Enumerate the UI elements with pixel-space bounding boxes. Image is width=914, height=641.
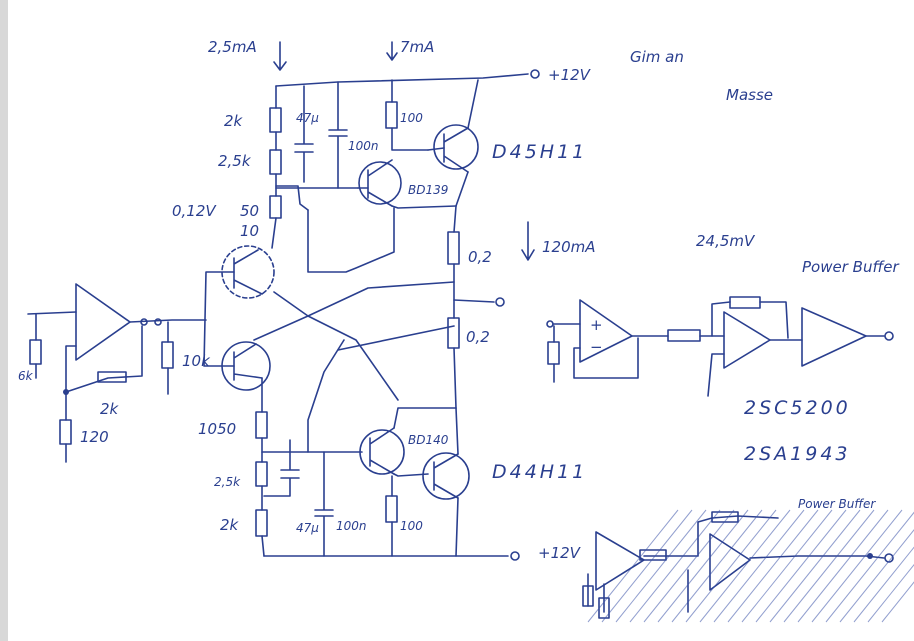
label-c1: 47µ — [296, 111, 319, 125]
hatch-line — [769, 509, 861, 623]
cross-network — [253, 207, 455, 453]
hatch-line — [727, 509, 819, 623]
label-note-top-1: Gim an — [630, 48, 684, 66]
label-v-offset: 24,5mV — [696, 232, 756, 250]
label-r-10-top: 10 — [240, 222, 259, 240]
hatch-line — [643, 509, 735, 623]
label-opamp-minus: − — [590, 338, 603, 356]
label-r-fb: 2k — [100, 400, 120, 418]
label-opamp-plus: + — [590, 316, 603, 334]
label-i-top2: 7mA — [400, 38, 434, 56]
hatch-line — [797, 509, 889, 623]
hatch-line — [783, 509, 875, 623]
label-r4: 2k — [220, 516, 240, 534]
label-r-100-top: 100 — [400, 111, 423, 125]
label-r1: 2k — [224, 112, 244, 130]
top-capacitors — [275, 81, 359, 189]
power-buffer-block — [546, 296, 894, 397]
label-part-2: 2SA1943 — [744, 443, 851, 465]
annotation-labels: 2,5mA 7mA +12V Gim an Masse 2k 47µ 100n … — [18, 38, 900, 562]
hatch-line — [713, 509, 805, 623]
label-supply-bot: +12V — [538, 544, 582, 562]
bias-resistor-chain — [269, 85, 309, 249]
top-output-transistor — [427, 79, 479, 207]
crossed-out-sketch — [582, 509, 914, 623]
top-driver-stage — [357, 79, 457, 209]
schematic-drawing: 2,5mA 7mA +12V Gim an Masse 2k 47µ 100n … — [18, 38, 914, 623]
label-supply-pos: +12V — [548, 66, 592, 84]
hatch-line — [601, 509, 693, 623]
label-r3: 2,5k — [214, 475, 241, 489]
label-title-buffer: Power Buffer — [802, 258, 900, 276]
label-c4: 100n — [336, 519, 367, 533]
hatch-line — [587, 509, 679, 623]
hatch-line — [839, 529, 914, 623]
label-part-1: 2SC5200 — [744, 397, 851, 419]
label-q-out-bot: D44H11 — [492, 461, 587, 483]
hatch-line — [867, 563, 914, 623]
label-title-buffer-2: Power Buffer — [798, 497, 876, 511]
hatch-line — [811, 509, 903, 623]
label-r-50: 50 — [240, 202, 259, 220]
label-q-drv-top: BD139 — [408, 183, 448, 197]
label-i-quiescent: 120mA — [542, 238, 596, 256]
hatch-line — [741, 509, 833, 623]
label-c3: 47µ — [296, 521, 319, 535]
label-r-in: 6k — [18, 369, 34, 383]
hatch-line — [629, 509, 721, 623]
hatch-line — [755, 509, 847, 623]
hatch-line — [881, 581, 914, 623]
bottom-output-stage — [263, 407, 520, 561]
label-q-drv-bot: BD140 — [408, 433, 449, 447]
hatch-line — [699, 509, 791, 623]
label-r-1050: 1050 — [198, 420, 236, 438]
label-r-emit-bot: 0,2 — [466, 328, 490, 346]
bottom-bias-chain — [255, 377, 363, 557]
hatch-line — [615, 509, 707, 623]
label-v-bias: 0,12V — [172, 202, 217, 220]
label-q-out-top: D45H11 — [492, 141, 587, 163]
emitter-resistors — [447, 205, 535, 409]
label-r-10k: 10k — [182, 352, 211, 370]
hatch-line — [825, 511, 914, 623]
hatch-line — [657, 509, 749, 623]
label-i-top: 2,5mA — [208, 38, 257, 56]
hatch-line — [853, 546, 914, 623]
label-r-gnd: 120 — [80, 428, 109, 446]
top-supply-rail — [273, 41, 540, 87]
hatch-line — [685, 509, 777, 623]
label-c2: 100n — [348, 139, 379, 153]
label-r-emit-top: 0,2 — [468, 248, 492, 266]
hatch-line — [671, 509, 763, 623]
input-transistors — [203, 245, 275, 391]
label-r2: 2,5k — [218, 152, 252, 170]
label-note-top-2: Masse — [726, 86, 773, 104]
input-opamp-stage — [27, 283, 207, 463]
label-r-100-bot: 100 — [400, 519, 423, 533]
